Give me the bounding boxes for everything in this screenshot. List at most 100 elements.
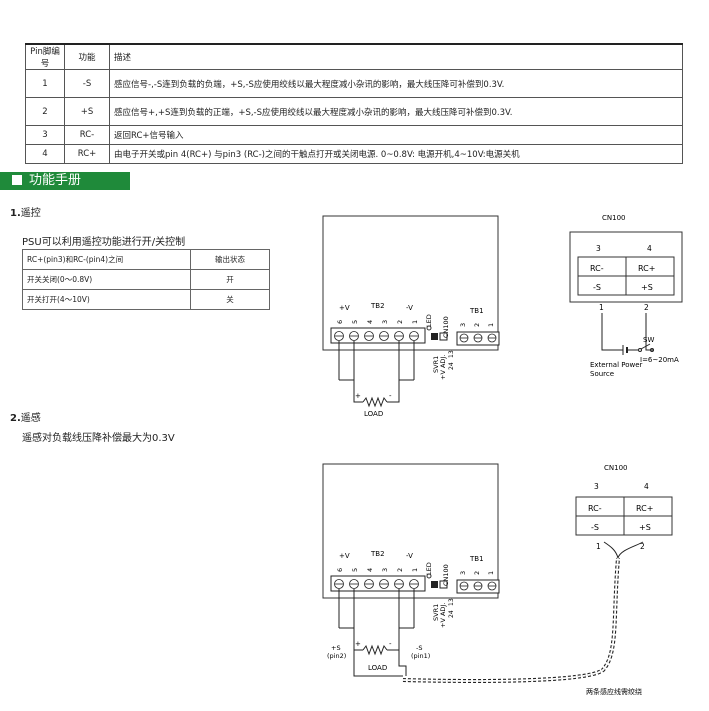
tb2-label: TB2 xyxy=(370,302,385,310)
connector-cell: RC+ xyxy=(638,264,655,273)
connector-housing xyxy=(569,231,683,303)
connector-pin-number: 2 xyxy=(640,542,645,551)
square-icon xyxy=(12,175,22,185)
section-title: 功能手册 xyxy=(29,173,82,188)
table-row: 3 RC- 返回RC+信号输入 xyxy=(25,125,683,145)
remote-sense-wiring-diagram: +V TB2 -V TB1 LED CN100 6 5 4 3 2 1 3 2 … xyxy=(322,463,673,696)
tb1-pin-number: 1 xyxy=(487,323,495,327)
plus-v-label: +V xyxy=(339,552,350,560)
cn100-connector-chip xyxy=(439,332,448,341)
tb1-pin-numbers: 3 2 1 xyxy=(459,323,495,327)
chip-pin-number: 24 xyxy=(448,362,455,370)
pin-function: RC- xyxy=(64,125,110,145)
heading-text: 遥控 xyxy=(20,208,41,219)
table-row: 1 -S 感应信号-,-S连到负载的负端，+S,-S应使用绞线以最大程度减小杂讯… xyxy=(25,69,683,98)
switch-label: SW xyxy=(643,336,654,344)
col-header-output: 输出状态 xyxy=(190,249,270,270)
cn100-label: CN100 xyxy=(442,316,450,338)
led-indicator xyxy=(426,573,432,579)
load-plus-label: + xyxy=(355,392,361,400)
psu-body xyxy=(322,463,499,599)
pin-description: 由电子开关或pin 4(RC+) 与pin3 (RC-)之间的干触点打开或关闭电… xyxy=(109,144,683,164)
tb2-pin-number: 1 xyxy=(411,320,419,324)
tb2-pin-number: 4 xyxy=(366,320,374,324)
remote-intro: PSU可以利用遥控功能进行开/关控制 xyxy=(22,237,186,248)
load-minus-label: - xyxy=(389,392,392,400)
connector-pin-number: 3 xyxy=(594,482,599,491)
connector-pin-number: 4 xyxy=(644,482,649,491)
plus-v-label: +V xyxy=(339,304,350,312)
v-adj-label: +V ADJ. xyxy=(439,603,447,628)
connector-cell: RC- xyxy=(590,264,604,273)
tb1-pin-numbers: 3 2 1 xyxy=(459,571,495,575)
switch-icon xyxy=(638,348,642,352)
tb2-pin-number: 5 xyxy=(351,568,359,572)
pin-table: Pin脚编号 功能 描述 1 -S 感应信号-,-S连到负载的负端，+S,-S应… xyxy=(25,43,683,164)
table-row: 4 RC+ 由电子开关或pin 4(RC+) 与pin3 (RC-)之间的干触点… xyxy=(25,144,683,164)
wire xyxy=(353,650,403,677)
tb2-pin-number: 6 xyxy=(336,568,344,572)
wire xyxy=(645,313,654,351)
led-label: LED xyxy=(425,562,433,575)
sense-wire-plus xyxy=(617,541,644,559)
svr1-potentiometer xyxy=(431,333,438,340)
led-indicator xyxy=(426,325,432,331)
heading-text: 遥感 xyxy=(20,413,41,424)
pin-function: +S xyxy=(64,97,110,126)
col-header-function: 功能 xyxy=(64,43,110,70)
output-cell: 关 xyxy=(190,289,270,310)
tb2-pin-number: 5 xyxy=(351,320,359,324)
condition-cell: 开关关闭(0～0.8V) xyxy=(22,269,191,290)
twisted-pair-label: 两条感应线需绞绕 xyxy=(586,687,642,696)
sense-wire-minus xyxy=(603,541,619,559)
minus-v-label: -V xyxy=(406,552,413,560)
remote-control-table: RC+(pin3)和RC-(pin4)之间 输出状态 开关关闭(0～0.8V) … xyxy=(22,249,270,310)
pin-number: 4 xyxy=(25,144,65,164)
connector-pin-number: 1 xyxy=(596,542,601,551)
tb2-screws xyxy=(334,579,419,589)
section-header: 功能手册 xyxy=(0,172,130,190)
output-cell: 开 xyxy=(190,269,270,290)
tb2-pin-number: 1 xyxy=(411,568,419,572)
load-label: LOAD xyxy=(368,664,387,672)
tb1-label: TB1 xyxy=(469,555,484,563)
cn100-label: CN100 xyxy=(442,564,450,586)
sense-heading: 2.遥感 xyxy=(10,409,41,424)
connector-pin-number: 2 xyxy=(644,303,649,312)
tb2-pin-number: 4 xyxy=(366,568,374,572)
wire xyxy=(398,650,407,676)
connector-cell: RC+ xyxy=(636,504,653,513)
col-header-condition: RC+(pin3)和RC-(pin4)之间 xyxy=(22,249,191,270)
svr1-label: SVR1 xyxy=(432,356,440,373)
tb1-pin-number: 3 xyxy=(459,323,467,327)
pin-function: -S xyxy=(64,69,110,98)
minus-s-pin-label: (pin1) xyxy=(411,652,430,660)
tb2-label: TB2 xyxy=(370,550,385,558)
pin-description: 感应信号+,+S连到负载的正端，+S,-S应使用绞线以最大程度减小杂讯的影响，最… xyxy=(109,97,683,126)
tb1-screws xyxy=(459,581,497,591)
load-plus-label: + xyxy=(355,640,361,648)
resistor-icon xyxy=(362,644,388,656)
heading-number: 2. xyxy=(10,413,21,424)
connector-cell: -S xyxy=(593,283,601,292)
pin-number: 1 xyxy=(25,69,65,98)
remote-control-connector-diagram: CN100 3 4 RC- RC+ -S +S 1 2 SW I=6~20mA … xyxy=(569,214,683,378)
connector-pin-number: 1 xyxy=(599,303,604,312)
tb2-pin-number: 3 xyxy=(381,320,389,324)
wire xyxy=(353,380,363,403)
minus-v-label: -V xyxy=(406,304,413,312)
wire xyxy=(387,380,400,403)
tb2-pin-numbers: 6 5 4 3 2 1 xyxy=(336,568,419,572)
tb2-pin-number: 6 xyxy=(336,320,344,324)
led-label: LED xyxy=(425,314,433,327)
connector-cell: +S xyxy=(639,523,651,532)
load-wiring xyxy=(338,589,415,677)
pin-description: 感应信号-,-S连到负载的负端，+S,-S应使用绞线以最大程度减小杂讯的影响，最… xyxy=(109,69,683,98)
remote-control-wiring-diagram: +V TB2 -V TB1 LED CN100 6 5 4 3 2 1 3 2 … xyxy=(322,215,500,418)
chip-pin-number: 13 xyxy=(448,598,455,606)
wire xyxy=(601,313,623,351)
remote-heading: 1.遥控 xyxy=(10,204,41,219)
connector-cell: -S xyxy=(591,523,599,532)
connector-cell: RC- xyxy=(588,504,602,513)
connector-title: CN100 xyxy=(604,464,628,472)
